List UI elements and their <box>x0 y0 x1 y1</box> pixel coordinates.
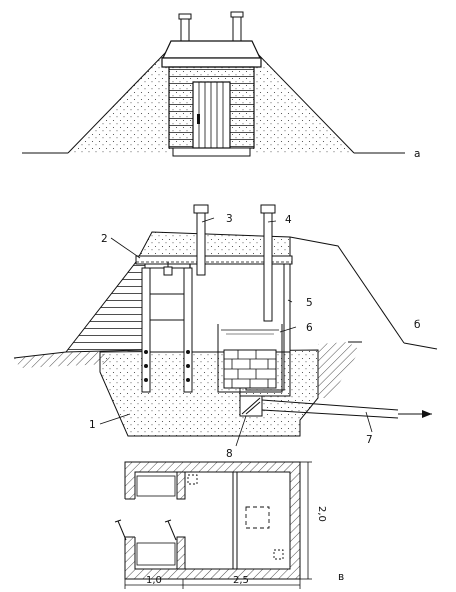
ladder <box>141 267 193 393</box>
vent-marker-center <box>245 506 270 529</box>
board-embankment-left <box>64 261 146 353</box>
vent-marker-small-bottom <box>273 549 284 560</box>
callout-3: 3 <box>226 213 233 225</box>
soil-cut-right <box>318 342 360 398</box>
vent-marker-small-top <box>187 474 198 485</box>
entrance-door <box>192 81 231 149</box>
drain-pipe <box>261 399 432 419</box>
earth-bank-right <box>289 236 405 344</box>
callout-5: 5 <box>306 297 313 309</box>
vent-pipe-exhaust <box>260 204 276 322</box>
vent-pipe-right-a <box>230 11 244 42</box>
dimension-depth: 2,0 <box>316 506 327 522</box>
plan-view: 1,0 2,5 2,0 в <box>114 461 344 589</box>
vent-pipe-left-a <box>178 13 192 42</box>
callout-2: 2 <box>101 233 108 245</box>
pit-fill <box>99 349 319 437</box>
flow-arrow-icon <box>422 410 432 418</box>
callout-7: 7 <box>366 434 373 446</box>
storage-bin <box>217 324 283 393</box>
cross-section-view: 1 2 3 4 5 6 7 8 б <box>13 204 438 460</box>
callout-6: 6 <box>306 322 313 334</box>
exterior-view: а <box>22 11 420 160</box>
lamp-icon <box>163 262 173 276</box>
panel-label-a: а <box>414 148 420 160</box>
entrance-roof-a <box>162 40 261 59</box>
callout-1: 1 <box>89 419 96 431</box>
callout-8: 8 <box>226 448 233 460</box>
vent-pipe-supply <box>193 204 209 276</box>
callout-4: 4 <box>285 214 292 226</box>
soil-cut-left <box>14 352 110 368</box>
panel-label-v: в <box>338 571 344 583</box>
panel-label-b: б <box>414 319 420 331</box>
dimension-width-left: 1,0 <box>146 575 162 586</box>
drain-sump <box>239 395 263 417</box>
dimension-width-right: 2,5 <box>233 575 249 586</box>
